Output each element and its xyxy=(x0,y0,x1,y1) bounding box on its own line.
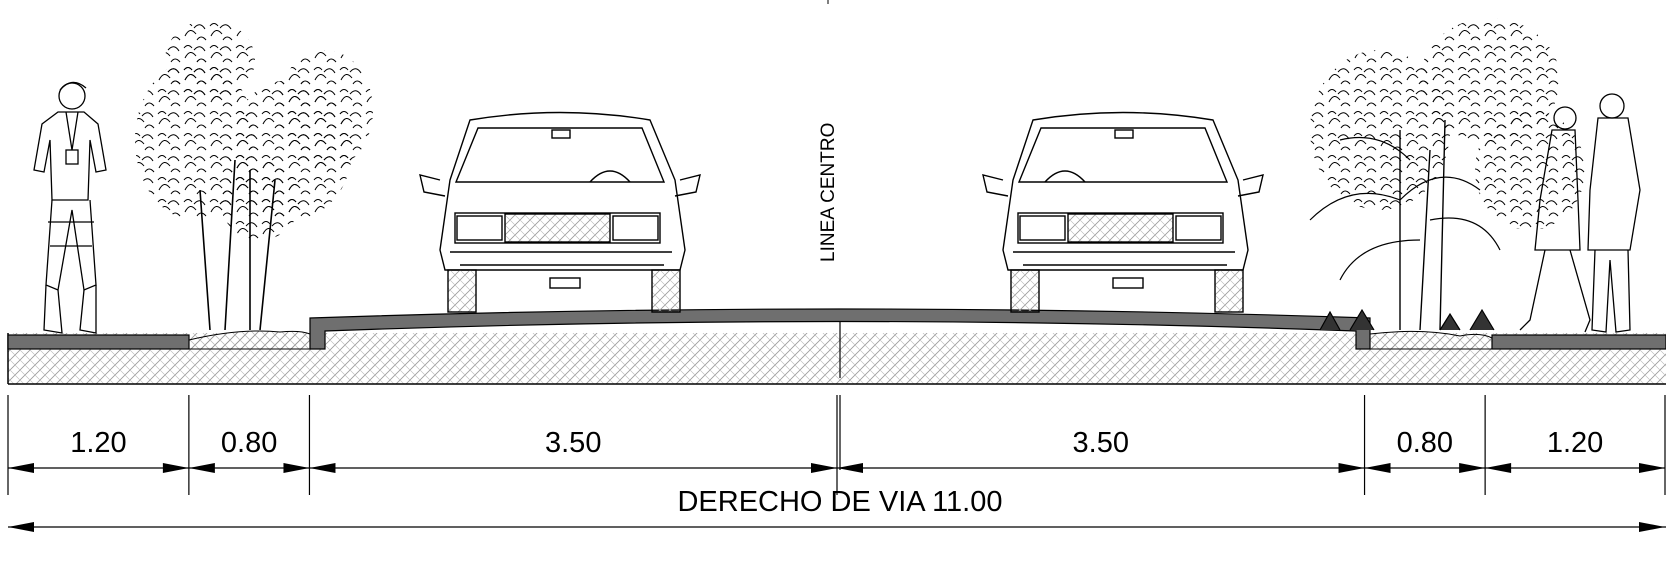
sidewalk-right-slab xyxy=(1491,334,1666,350)
planting-strip-right xyxy=(1369,330,1493,350)
center-line-label: LINEA CENTRO xyxy=(818,123,839,262)
sidewalk-left-arrow-end xyxy=(162,463,189,473)
sidewalk-right-dimension-label: 1.20 xyxy=(1547,427,1603,459)
pedestrians-right-figures xyxy=(1519,93,1641,333)
sidewalk-left-arrow-start xyxy=(8,463,34,473)
planting-right-arrow-end xyxy=(1459,463,1486,473)
sidewalk-right-arrow-start xyxy=(1485,463,1512,473)
planting-right-dimension-label: 0.80 xyxy=(1397,427,1453,459)
car-right xyxy=(982,111,1264,313)
dimension-extension-lines xyxy=(7,395,1666,495)
lane-left-dimension-label: 3.50 xyxy=(545,427,601,459)
lane-right-arrow-end xyxy=(1338,463,1365,473)
lane-right-dimension-label: 3.50 xyxy=(1073,427,1129,459)
tree-right-group xyxy=(1309,18,1585,331)
sidewalk-left-dimension-label: 1.20 xyxy=(70,427,126,459)
total-dimension-label: DERECHO DE VIA 11.00 xyxy=(677,486,1002,518)
lane-left-arrow-start xyxy=(309,463,336,473)
center-line xyxy=(827,0,841,470)
total-arrow-end xyxy=(1639,522,1665,532)
planting-strip-left xyxy=(188,330,311,350)
total-dimension xyxy=(8,522,1666,532)
sidewalk-left-slab xyxy=(7,334,190,350)
tree-left-group xyxy=(135,20,373,331)
lane-left-arrow-end xyxy=(811,463,837,473)
planting-left-dimension-label: 0.80 xyxy=(221,427,277,459)
pedestrian-left-figure xyxy=(33,81,107,334)
lane-right-arrow-start xyxy=(837,463,863,473)
sidewalk-right-arrow-end xyxy=(1639,463,1665,473)
planting-right-arrow-start xyxy=(1364,463,1391,473)
total-arrow-start xyxy=(8,522,34,532)
planting-left-arrow-start xyxy=(188,463,215,473)
dimension-labels: 1.20 0.80 3.50 3.50 0.80 1.20 xyxy=(70,427,1603,459)
dimension-lines xyxy=(8,463,1665,473)
car-left xyxy=(419,111,701,313)
planting-left-arrow-end xyxy=(283,463,310,473)
